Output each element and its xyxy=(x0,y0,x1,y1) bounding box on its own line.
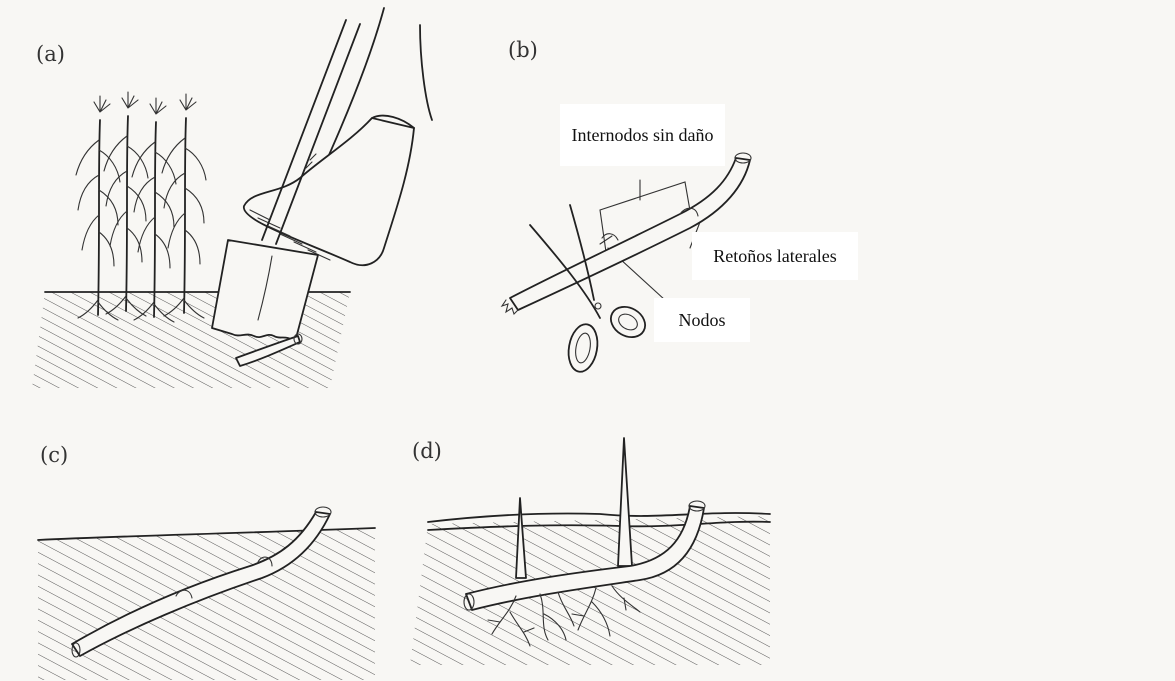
panel-d-drawing xyxy=(410,438,770,665)
panel-a-drawing xyxy=(32,8,432,388)
panel-d-soil xyxy=(410,516,770,665)
corn-plants xyxy=(76,92,206,322)
shoot-right xyxy=(618,438,632,566)
callout-internodes: Internodos sin daño xyxy=(560,104,725,166)
panel-label-a: (a) xyxy=(36,42,65,66)
boot xyxy=(244,118,414,265)
panel-c-drawing xyxy=(38,507,375,680)
callout-nodes: Nodos xyxy=(654,298,750,342)
callout-lateral-shoots: Retoños laterales xyxy=(692,232,858,280)
panel-label-d: (d) xyxy=(412,439,442,463)
panel-label-c: (c) xyxy=(40,443,68,467)
panel-c-soil xyxy=(38,528,375,680)
panel-label-b: (b) xyxy=(508,38,538,62)
